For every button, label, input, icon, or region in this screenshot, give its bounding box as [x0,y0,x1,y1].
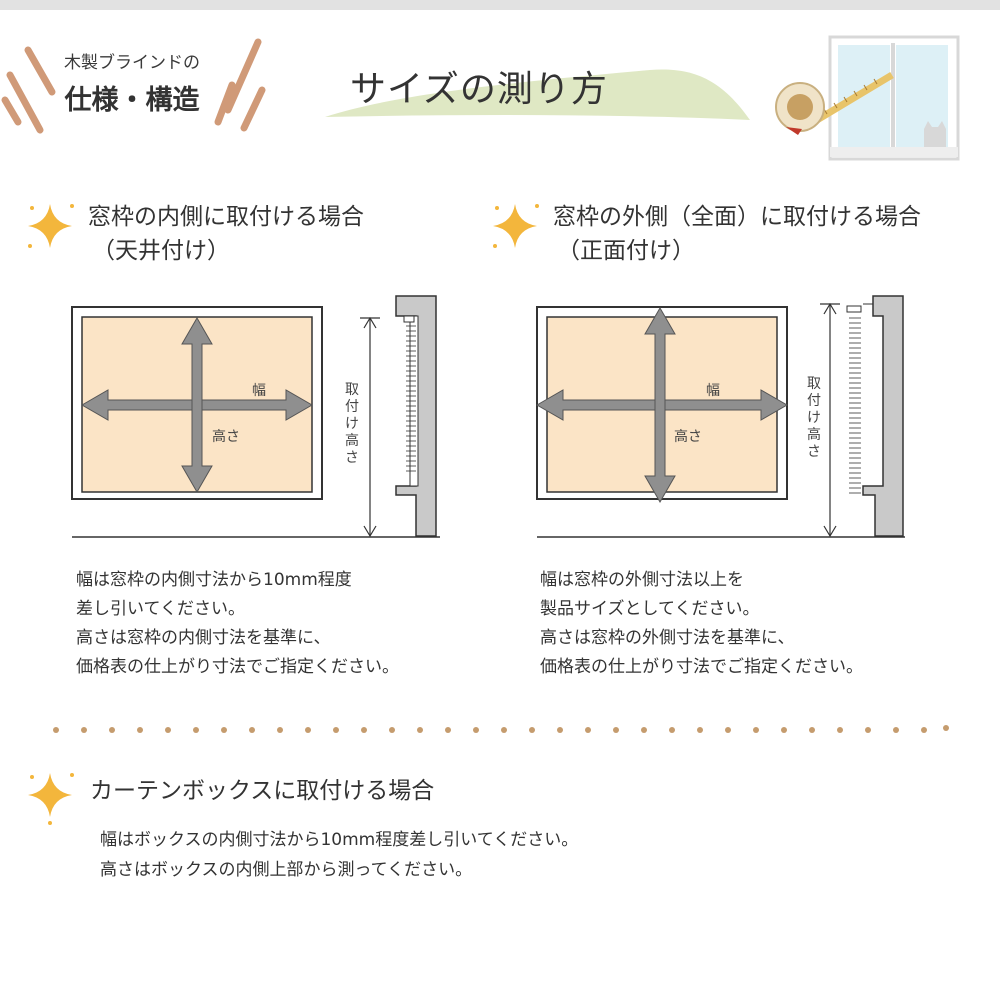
outside-mount-height-label: 取付け高さ [807,376,821,460]
badge-line2: 仕様・構造 [64,85,200,116]
main-title: サイズの測り方 [350,69,608,110]
outside-body-line4: 価格表の仕上がり寸法でご指定ください。 [540,657,863,677]
box-title: カーテンボックスに取付ける場合 [90,778,435,804]
inside-mount-height-label: 取付け高さ [345,382,359,466]
badge-strokes-icon [1,38,266,134]
outside-body-line2: 製品サイズとしてください。 [540,599,760,619]
window-tape-measure-icon [775,35,960,161]
outside-title-line1: 窓枠の外側（全面）に取付ける場合 [553,204,921,230]
outside-body-line3: 高さは窓枠の外側寸法を基準に、 [540,628,795,648]
inside-body-line2: 差し引いてください。 [76,599,245,619]
inside-title-line1: 窓枠の内側に取付ける場合 [88,204,364,230]
badge-line1: 木製ブラインドの [64,53,200,73]
inside-height-label: 高さ [212,429,240,445]
outside-height-label: 高さ [674,429,702,445]
inside-mount-diagram [71,295,440,538]
inside-title-line2: （天井付け） [92,238,230,264]
inside-width-label: 幅 [252,383,266,399]
title-brush-shape [325,69,750,120]
top-bar [0,0,1000,10]
inside-body-line1: 幅は窓枠の内側寸法から10mm程度 [76,570,352,590]
outside-title-line2: （正面付け） [557,238,695,264]
outside-mount-diagram [535,295,905,538]
box-body-line2: 高さはボックスの内側上部から測ってください。 [100,860,473,880]
outside-width-label: 幅 [706,383,720,399]
sparkle-icon [28,773,74,825]
outside-body-line1: 幅は窓枠の外側寸法以上を [540,570,744,590]
dotted-divider [53,725,949,733]
box-body-line1: 幅はボックスの内側寸法から10mm程度差し引いてください。 [100,830,579,850]
sparkle-icon [28,204,74,248]
inside-body-line3: 高さは窓枠の内側寸法を基準に、 [76,628,331,648]
inside-body-line4: 価格表の仕上がり寸法でご指定ください。 [76,657,399,677]
sparkle-icon [493,204,539,248]
